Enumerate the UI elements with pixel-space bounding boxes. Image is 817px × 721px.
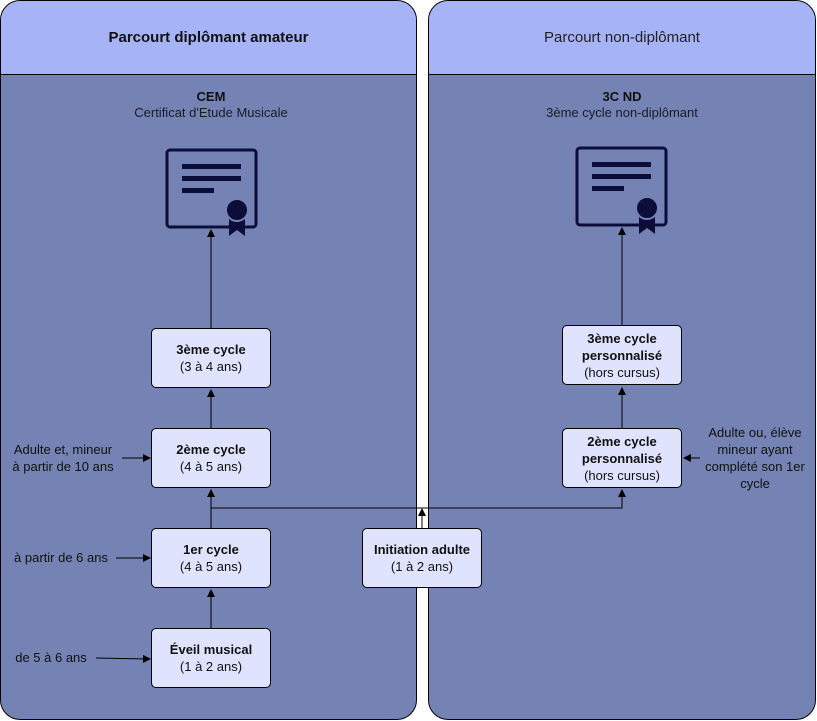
box-cycle3: 3ème cycle (3 à 4 ans)	[151, 328, 271, 388]
edge-note-eveil	[95, 654, 151, 663]
box-cycle1: 1er cycle (4 à 5 ans)	[151, 528, 271, 588]
diploma-3cnd-subtitle: 3ème cycle non-diplômant	[546, 105, 698, 120]
box-cycle1-duration: (4 à 5 ans)	[179, 559, 243, 574]
box-eveil: Éveil musical (1 à 2 ans)	[151, 628, 271, 688]
note-eveil-entry: de 5 à 6 ans	[5, 649, 97, 666]
box-cycle3-perso-title1: 3ème cycle	[587, 330, 657, 346]
note-cycle1-entry: à partir de 6 ans	[5, 549, 117, 566]
box-cycle2-perso-title1: 2ème cycle	[587, 433, 657, 449]
diploma-3cnd: 3C ND 3ème cycle non-diplômant	[512, 89, 732, 121]
box-cycle3-perso-title2: personnalisé	[581, 347, 663, 363]
note-cycle2-entry-line2: à partir de 10 ans	[12, 459, 114, 474]
note-cycle2-entry: Adulte et, mineur à partir de 10 ans	[4, 441, 122, 475]
box-cycle3-perso: 3ème cycle personnalisé (hors cursus)	[562, 325, 682, 385]
box-eveil-duration: (1 à 2 ans)	[179, 659, 243, 674]
box-cycle2-perso-title2: personnalisé	[581, 450, 663, 466]
box-eveil-title: Éveil musical	[169, 642, 253, 657]
note-eveil-entry-line1: de 5 à 6 ans	[15, 650, 87, 665]
diploma-cem: CEM Certificat d'Etude Musicale	[100, 89, 322, 121]
box-cycle1-title: 1er cycle	[183, 542, 239, 557]
box-initiation-duration: (1 à 2 ans)	[390, 559, 454, 574]
certificate-icon	[575, 146, 668, 234]
lane-title-non-diplomant: Parcourt non-diplômant	[429, 1, 815, 75]
note-cycle2-perso-entry-line3: complété son 1er	[705, 459, 805, 474]
box-cycle3-perso-duration: (hors cursus)	[584, 364, 660, 380]
box-initiation-title: Initiation adulte	[373, 542, 471, 557]
note-cycle2-entry-line1: Adulte et, mineur	[13, 442, 113, 457]
note-cycle1-entry-line1: à partir de 6 ans	[14, 550, 108, 565]
box-cycle2-duration: (4 à 5 ans)	[179, 459, 243, 474]
note-cycle2-perso-entry-line2: mineur ayant	[717, 442, 793, 457]
note-cycle2-perso-entry-line4: cycle	[740, 476, 770, 491]
note-cycle2-perso-entry-line1: Adulte ou, élève	[708, 425, 802, 440]
box-cycle2-title: 2ème cycle	[176, 442, 246, 457]
box-initiation: Initiation adulte (1 à 2 ans)	[362, 528, 482, 588]
box-cycle3-duration: (3 à 4 ans)	[179, 359, 243, 374]
diploma-cem-subtitle: Certificat d'Etude Musicale	[134, 105, 288, 120]
box-cycle2-perso: 2ème cycle personnalisé (hors cursus)	[562, 428, 682, 488]
diploma-cem-title: CEM	[196, 89, 226, 104]
note-cycle2-perso-entry: Adulte ou, élève mineur ayant complété s…	[698, 424, 812, 492]
certificate-icon	[165, 148, 258, 236]
diploma-3cnd-title: 3C ND	[602, 89, 642, 104]
lane-title-diplomant: Parcourt diplômant amateur	[1, 1, 416, 75]
box-cycle3-title: 3ème cycle	[176, 342, 246, 357]
lane-diplomant: Parcourt diplômant amateur	[0, 0, 417, 720]
box-cycle2: 2ème cycle (4 à 5 ans)	[151, 428, 271, 488]
edge-branch-to-cycle2-perso	[211, 489, 626, 509]
box-cycle2-perso-duration: (hors cursus)	[584, 467, 660, 483]
